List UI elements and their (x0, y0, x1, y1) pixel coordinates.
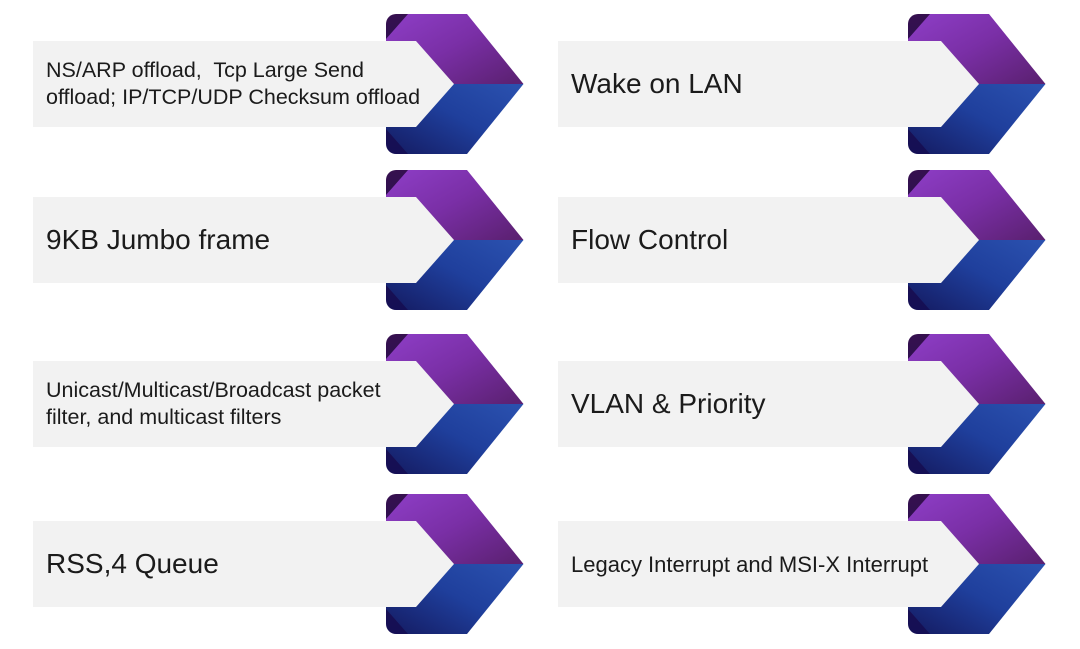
feature-item-interrupts: Legacy Interrupt and MSI-X Interrupt (558, 494, 1049, 634)
feature-item-rss-queue: RSS,4 Queue (33, 494, 524, 634)
feature-bar: 9KB Jumbo frame (33, 197, 454, 283)
feature-bar: Legacy Interrupt and MSI-X Interrupt (558, 521, 979, 607)
feature-item-offloads: NS/ARP offload, Tcp Large Send offload; … (33, 14, 524, 154)
feature-label: Flow Control (571, 224, 729, 255)
feature-item-flow-control: Flow Control (558, 170, 1049, 310)
feature-bar: Unicast/Multicast/Broadcast packet filte… (33, 361, 454, 447)
feature-label: VLAN & Priority (571, 388, 766, 419)
feature-bar: RSS,4 Queue (33, 521, 454, 607)
feature-bar: NS/ARP offload, Tcp Large Send offload; … (33, 41, 454, 127)
feature-item-wake-on-lan: Wake on LAN (558, 14, 1049, 154)
feature-label: Wake on LAN (571, 68, 743, 99)
feature-label: Unicast/Multicast/Broadcast packet filte… (46, 378, 381, 429)
feature-item-packet-filters: Unicast/Multicast/Broadcast packet filte… (33, 334, 524, 474)
feature-bar: Flow Control (558, 197, 979, 283)
feature-bar: VLAN & Priority (558, 361, 979, 447)
feature-item-jumbo-frame: 9KB Jumbo frame (33, 170, 524, 310)
feature-label: RSS,4 Queue (46, 548, 219, 579)
feature-label: 9KB Jumbo frame (46, 224, 271, 255)
feature-label: NS/ARP offload, Tcp Large Send offload; … (46, 58, 421, 109)
feature-item-vlan-priority: VLAN & Priority (558, 334, 1049, 474)
feature-bar: Wake on LAN (558, 41, 979, 127)
feature-label: Legacy Interrupt and MSI-X Interrupt (571, 551, 929, 577)
